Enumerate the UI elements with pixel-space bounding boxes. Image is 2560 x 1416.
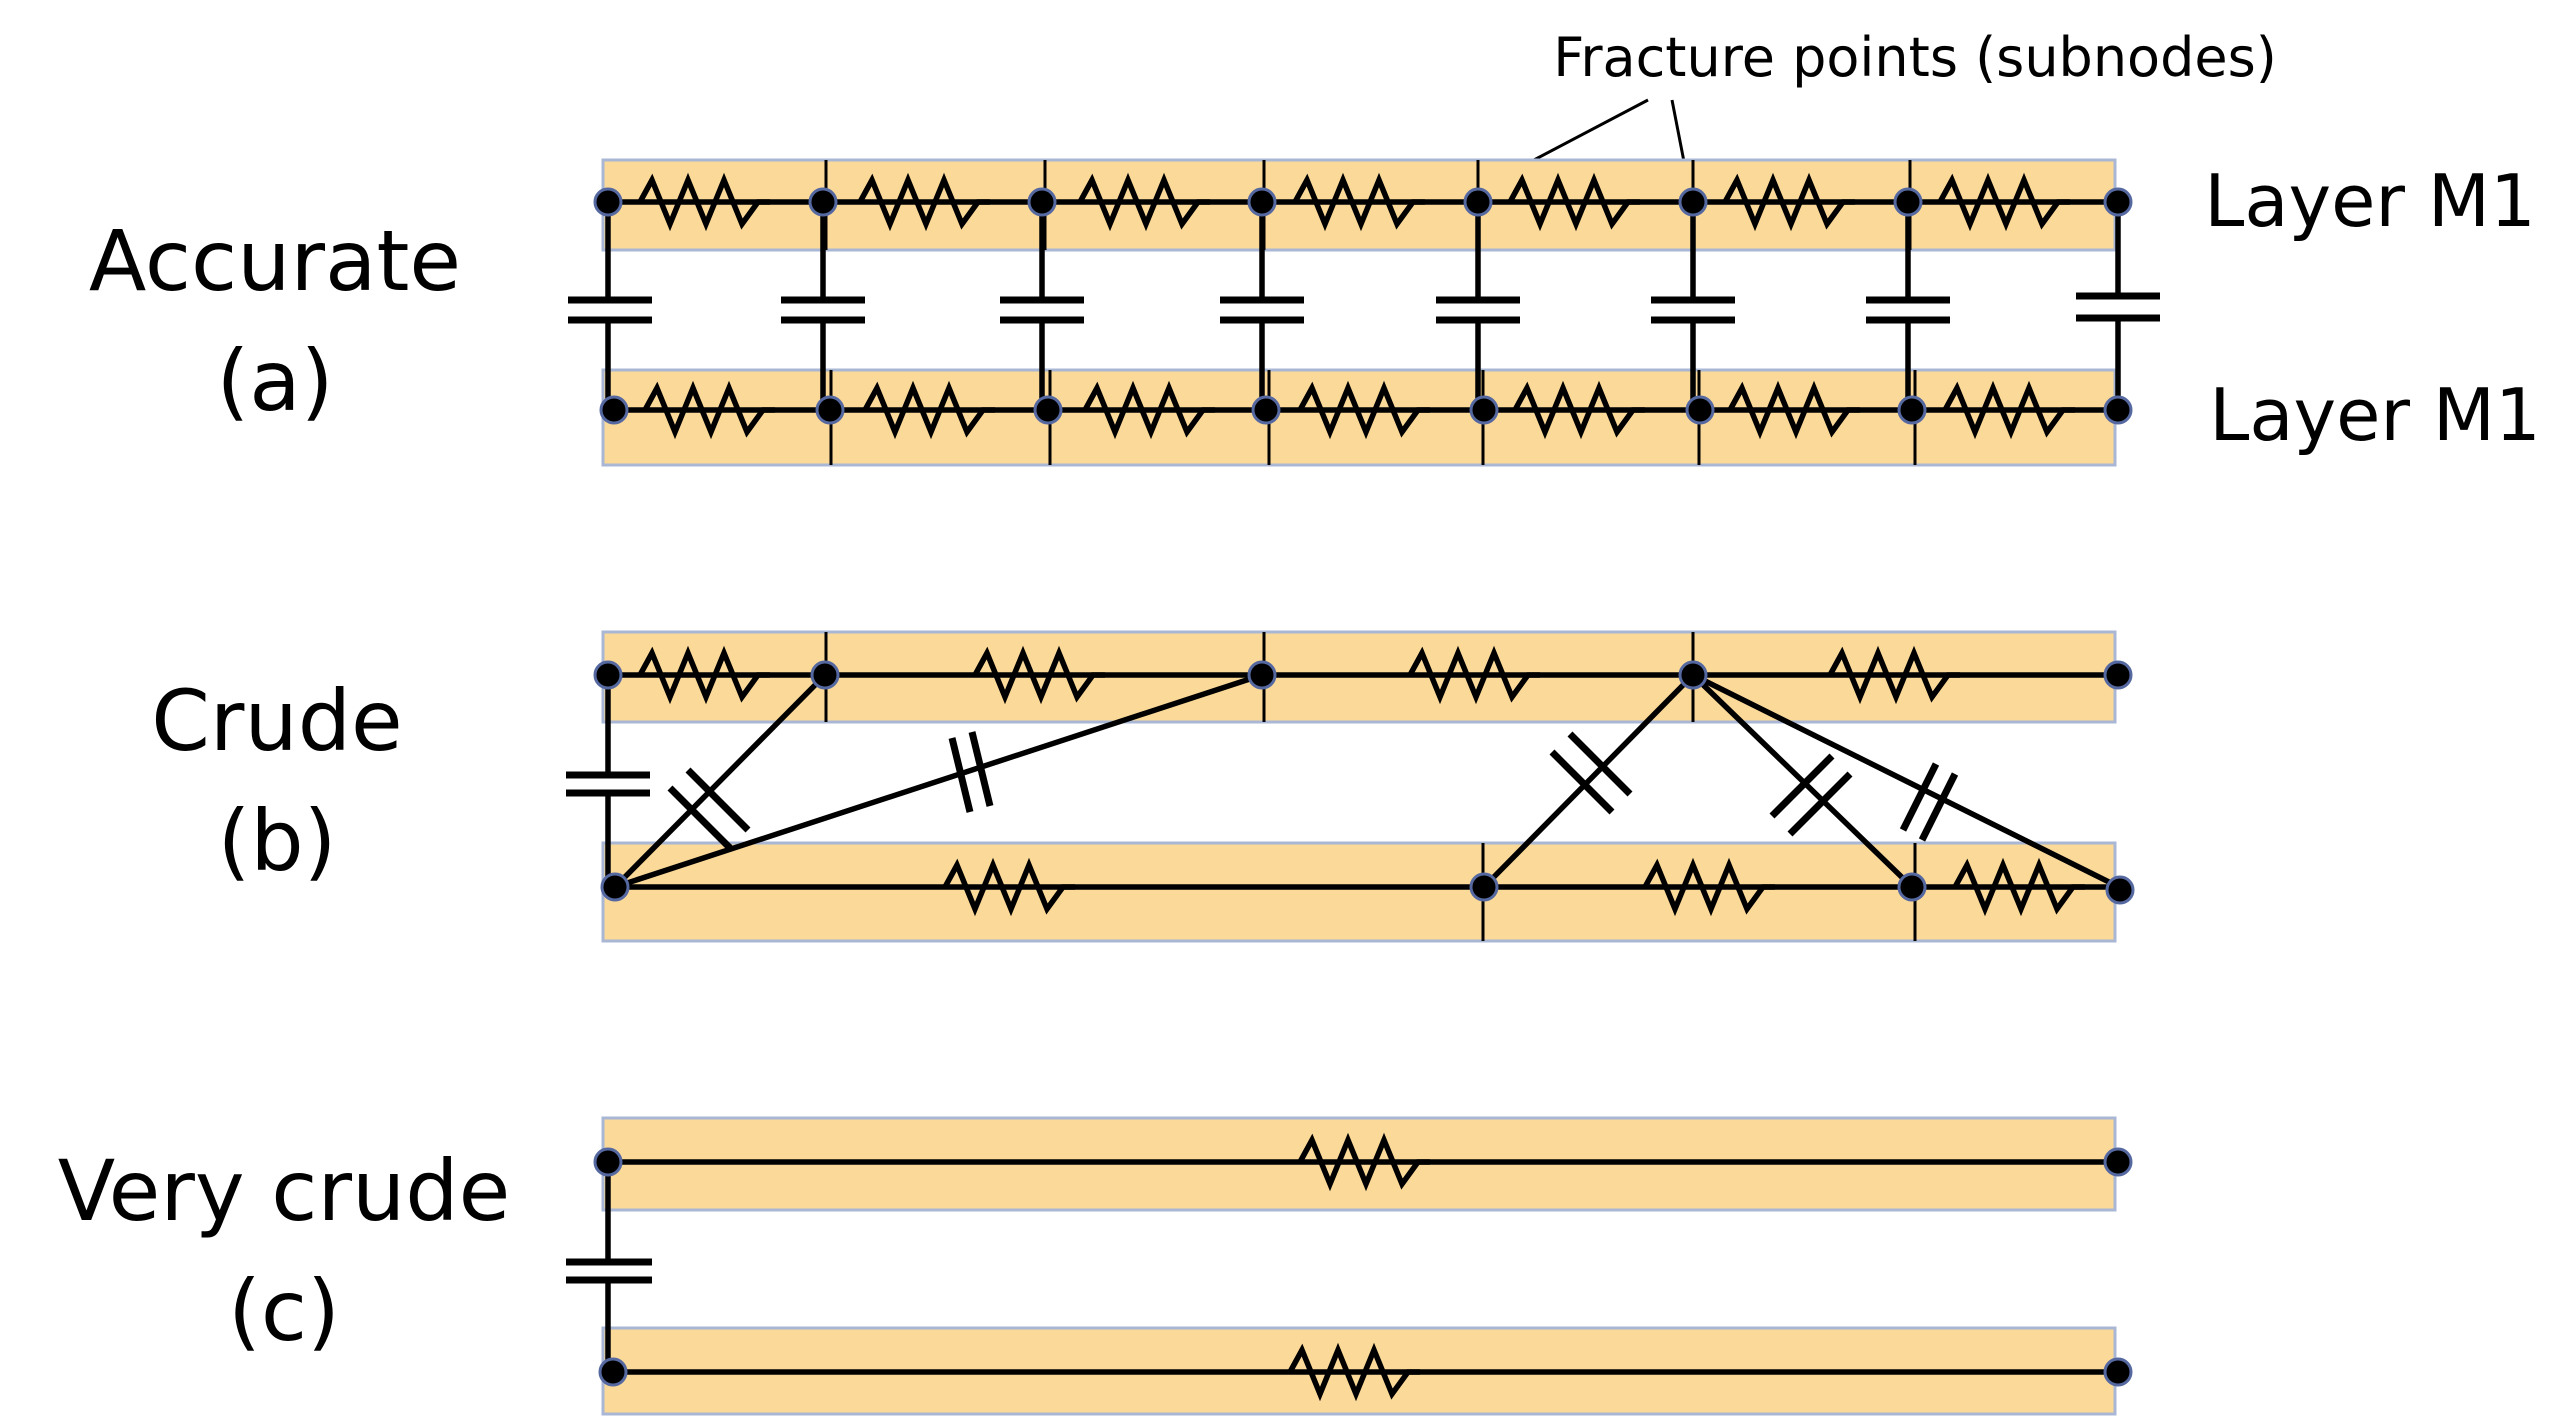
panel-b-circuit <box>566 630 2135 943</box>
panel-b-nodes <box>593 660 2135 905</box>
panel-a-top-strip <box>601 158 2117 252</box>
panel-a-nodes <box>593 187 2133 425</box>
layer-m1-top-label: Layer M1 <box>2204 159 2536 243</box>
panel-c-nodes <box>593 1147 2133 1387</box>
panel-a-tag: (a) <box>216 332 333 430</box>
panel-c-circuit <box>566 1116 2133 1416</box>
panel-a-capacitors <box>568 202 2160 410</box>
panel-b-diagonal-capacitors <box>667 731 1959 851</box>
panel-a-name: Accurate <box>89 212 461 310</box>
panel-b-tag: (b) <box>218 792 337 890</box>
panel-b-bottom-strip <box>601 841 2117 943</box>
layer-m1-bottom-label: Layer M1 <box>2209 373 2541 457</box>
panel-a-circuit <box>568 158 2160 467</box>
panel-c-name: Very crude <box>58 1142 511 1240</box>
panel-b-name: Crude <box>151 672 402 770</box>
fracture-points-label: Fracture points (subnodes) <box>1553 26 2277 89</box>
panel-c-tag: (c) <box>228 1262 340 1360</box>
